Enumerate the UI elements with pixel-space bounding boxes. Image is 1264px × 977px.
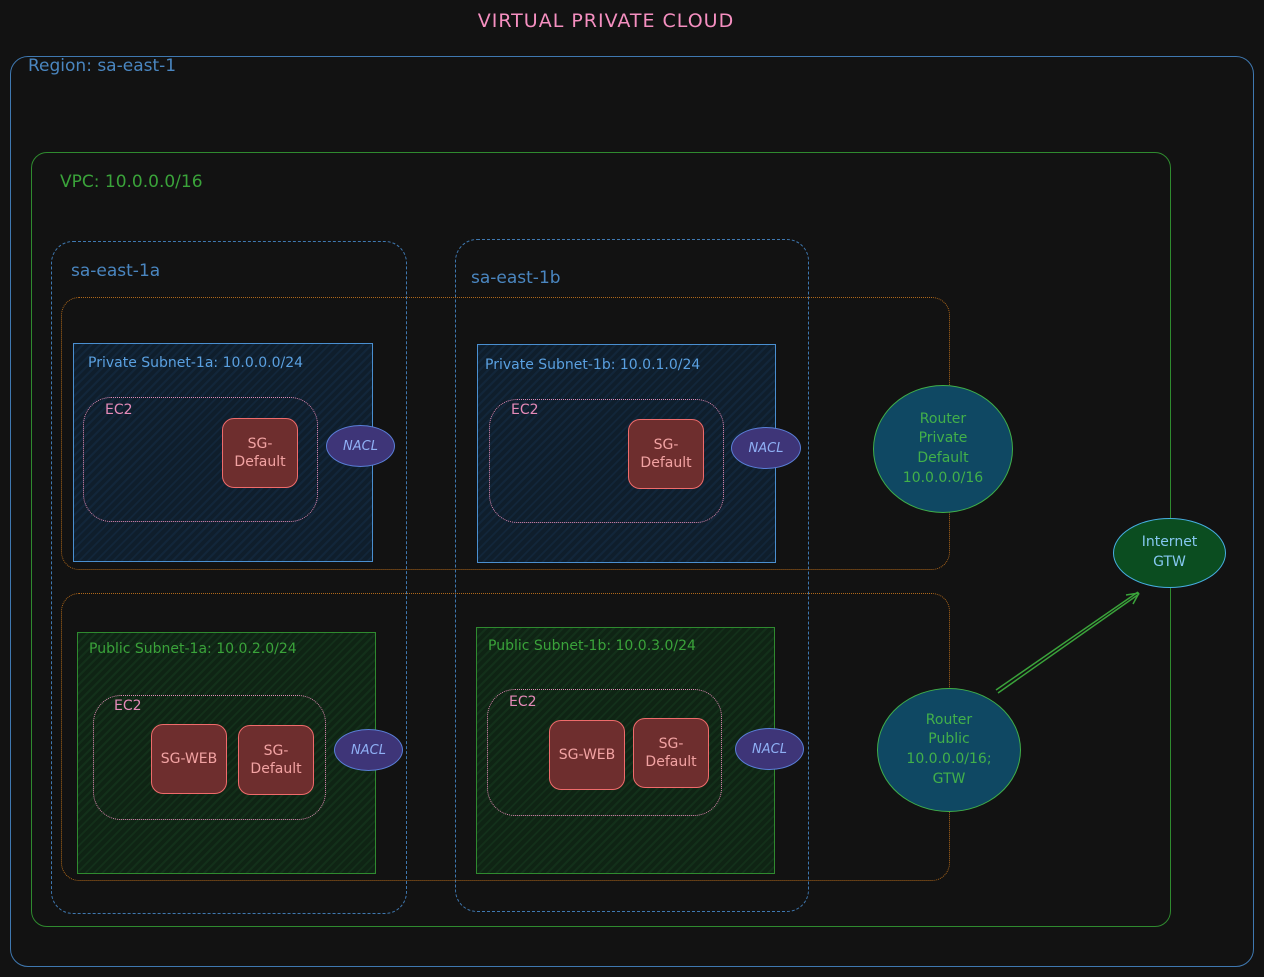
nacl-badge: NACL — [334, 729, 403, 771]
router-to-internet-gateway-arrow — [995, 591, 1140, 694]
ec2-instance-public-1a — [93, 695, 326, 820]
public-subnet-1b — [476, 627, 775, 874]
router-public: Router Public 10.0.0.0/16; GTW — [877, 688, 1021, 812]
availability-zone-1b — [455, 239, 809, 912]
router-private: Router Private Default 10.0.0.0/16 — [873, 385, 1013, 513]
nacl-badge: NACL — [326, 425, 395, 467]
ec2-instance-public-1b — [487, 689, 722, 816]
nacl-badge: NACL — [731, 427, 801, 469]
ec2-instance-private-1a — [83, 397, 318, 522]
private-subnet-1a-label: Private Subnet-1a: 10.0.0.0/24 — [88, 355, 304, 371]
ec2-label: EC2 — [511, 402, 539, 418]
vpc-label: VPC: 10.0.0.0/16 — [60, 172, 203, 192]
private-subnet-1b-label: Private Subnet-1b: 10.0.1.0/24 — [485, 357, 701, 373]
sg-default: SG- Default — [628, 419, 704, 489]
sg-default: SG- Default — [222, 418, 298, 488]
sg-default: SG- Default — [238, 725, 314, 795]
ec2-label: EC2 — [114, 698, 142, 714]
public-subnet-1b-label: Public Subnet-1b: 10.0.3.0/24 — [488, 638, 696, 654]
region-label: Region: sa-east-1 — [28, 56, 177, 76]
private-subnet-1b — [477, 344, 776, 563]
public-subnet-1a-label: Public Subnet-1a: 10.0.2.0/24 — [89, 641, 297, 657]
ec2-instance-private-1b — [489, 399, 724, 523]
sg-default: SG- Default — [633, 718, 709, 788]
sg-web: SG-WEB — [549, 720, 625, 790]
internet-gateway: Internet GTW — [1113, 518, 1226, 588]
nacl-badge: NACL — [735, 728, 804, 770]
ec2-label: EC2 — [509, 694, 537, 710]
availability-zone-1b-label: sa-east-1b — [471, 268, 561, 288]
region-boundary — [10, 56, 1254, 967]
availability-zone-1a — [51, 241, 407, 914]
diagram-title: VIRTUAL PRIVATE CLOUD — [477, 10, 735, 32]
sg-web: SG-WEB — [151, 724, 227, 794]
ec2-label: EC2 — [105, 402, 133, 418]
availability-zone-1a-label: sa-east-1a — [71, 261, 161, 281]
